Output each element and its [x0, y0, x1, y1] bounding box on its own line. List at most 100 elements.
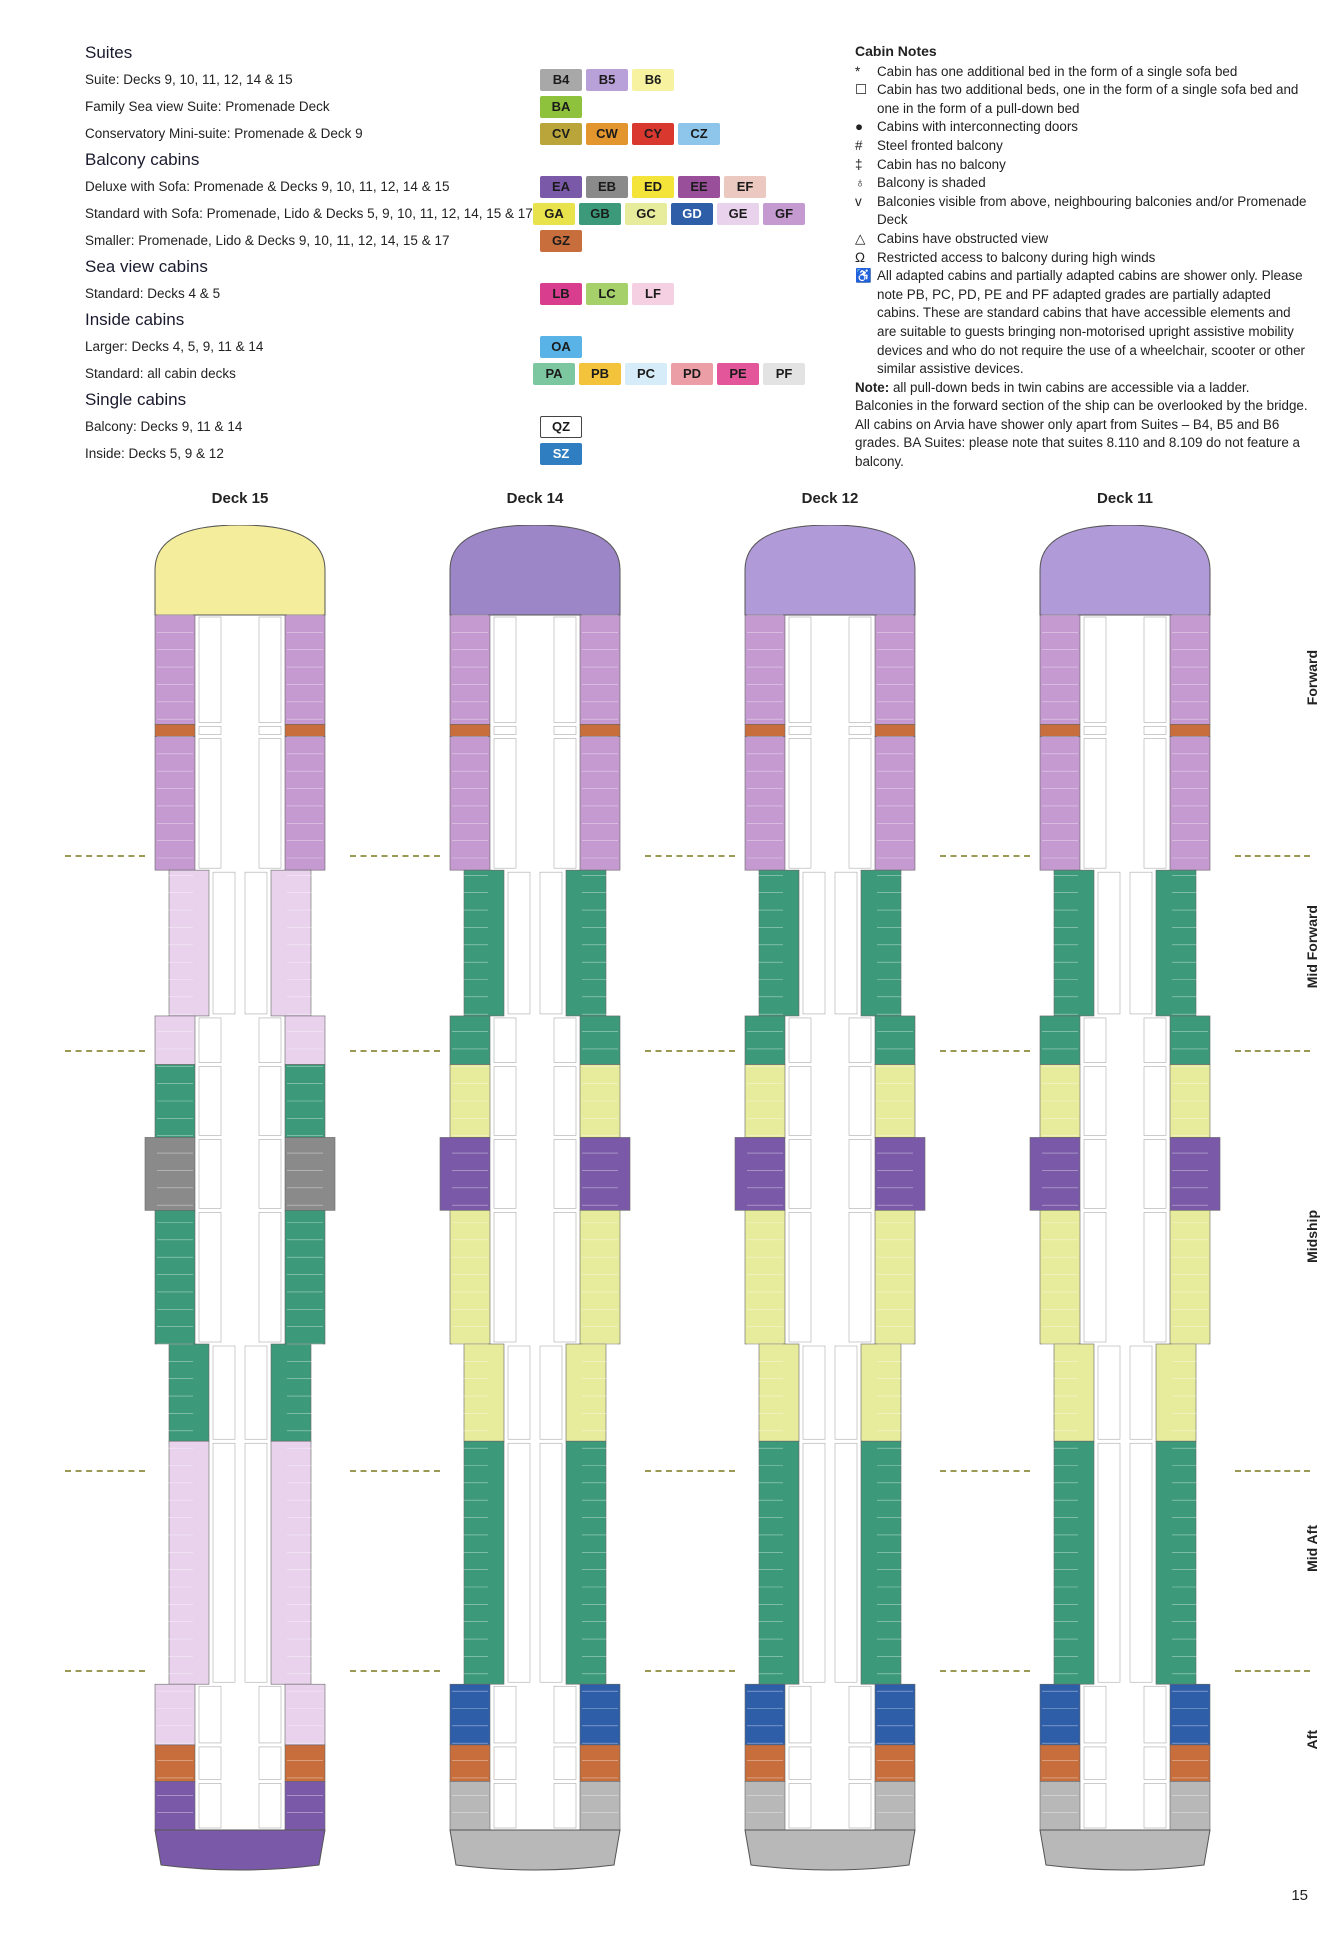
zone-divider	[65, 1470, 145, 1472]
inside-cabin-block	[198, 738, 222, 869]
cabin-block	[284, 1137, 336, 1211]
inside-cabin-block	[553, 738, 577, 869]
grade-chip-gz: GZ	[540, 229, 582, 252]
inside-cabin-block	[1083, 1066, 1107, 1136]
deck-title: Deck 12	[801, 490, 859, 507]
inside-cabin-block	[244, 1442, 268, 1683]
inside-cabin-block	[258, 1017, 282, 1063]
inside-cabin-block	[788, 616, 812, 723]
grade-chip-ef: EF	[724, 175, 766, 198]
zone-divider	[645, 1670, 735, 1672]
inside-cabin-block	[258, 1139, 282, 1209]
cabin-block	[1169, 1781, 1211, 1831]
grade-chip-cw: CW	[586, 122, 628, 145]
legend-row-label: Balcony: Decks 9, 11 & 14	[85, 419, 243, 434]
bow-area	[154, 525, 326, 616]
inside-cabin-block	[198, 1685, 222, 1744]
grade-chips: BA	[540, 95, 582, 118]
inside-cabin-block	[1097, 1442, 1121, 1683]
zone-divider	[350, 1470, 440, 1472]
cabin-block	[1053, 869, 1095, 1017]
inside-cabin-block	[198, 1746, 222, 1780]
inside-cabin-block	[1083, 1783, 1107, 1829]
cabin-block	[565, 1440, 607, 1685]
inside-cabin-block	[198, 1139, 222, 1209]
inside-cabin-block	[788, 726, 812, 735]
grade-chips: QZ	[540, 415, 582, 438]
cabin-block	[1053, 1440, 1095, 1685]
cabin-block	[874, 1015, 916, 1065]
grade-chip-qz: QZ	[540, 415, 582, 438]
cabin-note-symbol-icon: *	[855, 63, 861, 79]
inside-cabin-block	[788, 1066, 812, 1136]
cabin-block	[579, 614, 621, 725]
inside-cabin-block	[848, 726, 872, 735]
inside-cabin-block	[1129, 1442, 1153, 1683]
cabin-note-text: Balcony is shaded	[877, 175, 986, 191]
inside-cabin-block	[788, 1746, 812, 1780]
cabin-block	[1039, 1210, 1081, 1345]
zone-divider	[65, 1050, 145, 1052]
grade-chip-gb: GB	[579, 202, 621, 225]
cabin-block	[874, 1781, 916, 1831]
cabin-note-symbol-icon: Ω	[855, 249, 866, 265]
cabin-block	[449, 1015, 491, 1065]
legend-row-label: Conservatory Mini-suite: Promenade & Dec…	[85, 126, 363, 141]
note-label: Note:	[855, 379, 890, 395]
inside-cabin-block	[1083, 1212, 1107, 1343]
deck-title: Deck 14	[506, 490, 564, 507]
grade-chip-gd: GD	[671, 202, 713, 225]
inside-cabin-block	[493, 1783, 517, 1829]
cabin-block	[744, 724, 786, 737]
cabin-block	[284, 1210, 326, 1345]
inside-cabin-block	[198, 1017, 222, 1063]
zone-divider	[940, 1050, 1030, 1052]
zone-divider	[645, 1050, 735, 1052]
deck-plan	[1029, 525, 1221, 1871]
inside-cabin-block	[198, 1066, 222, 1136]
inside-cabin-block	[802, 1442, 826, 1683]
inside-cabin-block	[553, 1017, 577, 1063]
legend-row-label: Family Sea view Suite: Promenade Deck	[85, 99, 330, 114]
cabin-block	[154, 1015, 196, 1065]
cabin-block	[439, 1137, 491, 1211]
legend-row: Standard with Sofa: Promenade, Lido & De…	[85, 200, 805, 227]
cabin-note: ●Cabins with interconnecting doors	[855, 118, 1310, 137]
inside-cabin-block	[258, 1212, 282, 1343]
inside-cabin-block	[553, 726, 577, 735]
grade-chip-lc: LC	[586, 282, 628, 305]
cabin-block	[270, 1440, 312, 1685]
cabin-block	[270, 1343, 312, 1442]
inside-cabin-block	[848, 1746, 872, 1780]
inside-cabin-block	[553, 1746, 577, 1780]
inside-cabin-block	[848, 1017, 872, 1063]
cabin-block	[579, 1744, 621, 1782]
inside-cabin-block	[258, 1783, 282, 1829]
inside-cabin-block	[788, 1139, 812, 1209]
grade-chip-pc: PC	[625, 362, 667, 385]
grade-chip-b4: B4	[540, 68, 582, 91]
legend-row: Smaller: Promenade, Lido & Decks 9, 10, …	[85, 227, 805, 254]
inside-cabin-block	[848, 1685, 872, 1744]
legend-row-label: Standard with Sofa: Promenade, Lido & De…	[85, 206, 533, 221]
inside-cabin-block	[539, 871, 563, 1015]
inside-cabin-block	[553, 1066, 577, 1136]
zone-label: Mid Forward	[1304, 905, 1320, 989]
cabin-block	[168, 1440, 210, 1685]
inside-cabin-block	[507, 871, 531, 1015]
legend-row: Deluxe with Sofa: Promenade & Decks 9, 1…	[85, 173, 805, 200]
grade-chip-ga: GA	[533, 202, 575, 225]
cabin-block	[744, 736, 786, 871]
zone-label: Mid Aft	[1304, 1525, 1320, 1572]
cabin-block	[744, 1744, 786, 1782]
inside-cabin-block	[198, 1212, 222, 1343]
inside-cabin-block	[788, 1685, 812, 1744]
cabin-block	[154, 1781, 196, 1831]
inside-cabin-block	[1143, 1746, 1167, 1780]
cabin-note: #Steel fronted balcony	[855, 137, 1310, 156]
